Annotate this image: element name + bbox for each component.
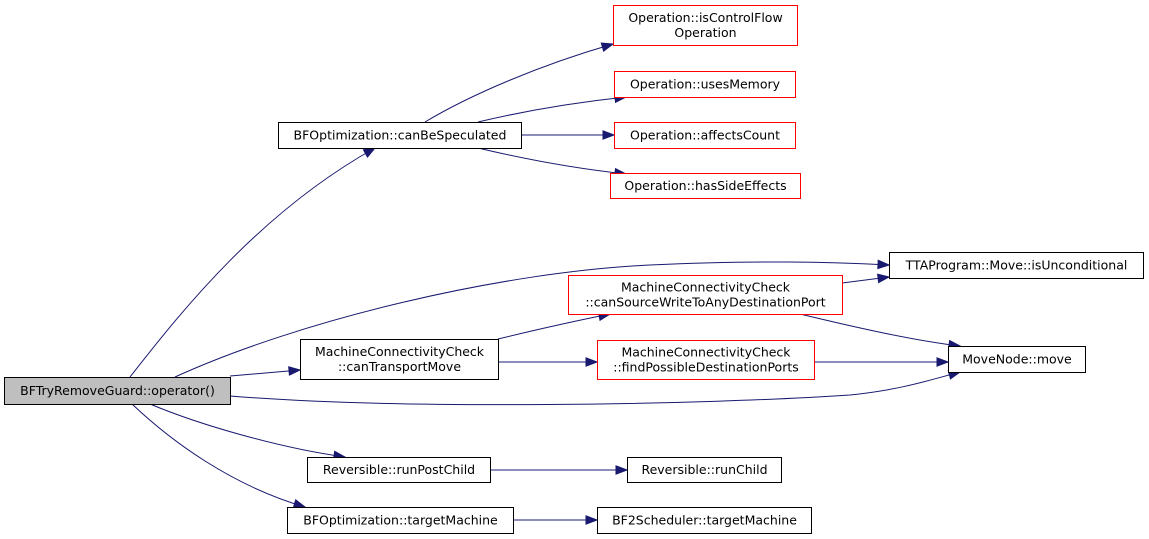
- edge-line: [229, 369, 301, 377]
- node-root[interactable]: BFTryRemoveGuard::operator(): [4, 377, 231, 405]
- edge-line: [131, 403, 306, 508]
- node-label: MachineConnectivityCheck: [621, 345, 791, 360]
- edge-line: [174, 261, 890, 378]
- edge-arrowhead: [936, 357, 950, 367]
- node-isuncond[interactable]: TTAProgram::Move::isUnconditional: [889, 252, 1144, 279]
- edge-line: [477, 96, 627, 123]
- node-cantransport[interactable]: MachineConnectivityCheck::canTransportMo…: [300, 339, 499, 380]
- node-hassideeffects[interactable]: Operation::hasSideEffects: [610, 173, 801, 199]
- node-label: BFOptimization::canBeSpeculated: [294, 128, 507, 143]
- edge-arrowhead: [585, 357, 599, 367]
- edge-bftargetmachine-to-bf2targetmachine: [513, 515, 599, 525]
- node-box: [568, 275, 843, 315]
- node-box: [4, 377, 231, 405]
- node-runchild[interactable]: Reversible::runChild: [627, 457, 782, 483]
- node-box: [278, 122, 522, 149]
- node-label: Reversible::runPostChild: [323, 462, 475, 477]
- edge-arrowhead: [615, 465, 629, 475]
- node-label: Operation: [674, 25, 736, 40]
- edge-line: [149, 403, 346, 458]
- edge-arrowhead: [877, 273, 891, 284]
- node-box: [614, 71, 796, 98]
- node-box: [597, 507, 812, 534]
- node-label: MoveNode::move: [962, 352, 1072, 367]
- edge-root-to-cantransport: [229, 366, 302, 377]
- node-label: Operation::usesMemory: [630, 77, 781, 92]
- node-box: [627, 457, 782, 483]
- node-label: Operation::hasSideEffects: [624, 178, 786, 193]
- edge-arrowhead: [877, 259, 891, 270]
- edge-findpossible-to-movenode: [814, 357, 950, 367]
- node-affectscount[interactable]: Operation::affectsCount: [614, 122, 796, 149]
- node-label: ::findPossibleDestinationPorts: [613, 360, 799, 375]
- edge-canbespec-to-iscontrolflow: [424, 42, 615, 123]
- edge-canbespec-to-affectscount: [521, 130, 616, 140]
- edge-arrowhead: [288, 366, 302, 376]
- node-label: BF2Scheduler::targetMachine: [612, 513, 797, 528]
- node-label: TTAProgram::Move::isUnconditional: [905, 258, 1128, 273]
- node-box: [614, 122, 796, 149]
- edge-line: [799, 313, 961, 347]
- node-box: [287, 507, 514, 534]
- nodes-layer: BFTryRemoveGuard::operator()BFOptimizati…: [4, 5, 1144, 534]
- node-label: ::canTransportMove: [338, 359, 461, 374]
- node-box: [613, 5, 798, 46]
- node-runpostchild[interactable]: Reversible::runPostChild: [307, 457, 491, 483]
- node-usesmemory[interactable]: Operation::usesMemory: [614, 71, 796, 98]
- edge-line: [129, 147, 376, 378]
- node-label: Reversible::runChild: [641, 462, 767, 477]
- edge-root-to-isuncond: [174, 259, 891, 378]
- node-label: BFOptimization::targetMachine: [303, 513, 498, 528]
- edge-arrowhead: [600, 42, 615, 52]
- node-label: BFTryRemoveGuard::operator(): [20, 383, 215, 398]
- edge-line: [477, 147, 627, 175]
- node-box: [307, 457, 491, 483]
- edge-cantransport-to-findpossible: [498, 357, 599, 367]
- edge-root-to-bftargetmachine: [131, 403, 307, 509]
- edge-cansourcewrite-to-isuncond: [841, 273, 891, 284]
- node-box: [597, 340, 815, 380]
- node-label: MachineConnectivityCheck: [315, 344, 485, 359]
- edge-arrowhead: [602, 130, 616, 140]
- node-canbespec[interactable]: BFOptimization::canBeSpeculated: [278, 122, 522, 149]
- node-label: MachineConnectivityCheck: [621, 280, 791, 295]
- edge-line: [497, 313, 611, 340]
- node-label: ::canSourceWriteToAnyDestinationPort: [585, 295, 825, 310]
- node-label: Operation::affectsCount: [630, 128, 780, 143]
- edge-line: [424, 43, 614, 123]
- node-bftargetmachine[interactable]: BFOptimization::targetMachine: [287, 507, 514, 534]
- node-box: [948, 346, 1086, 373]
- node-box: [610, 173, 801, 199]
- node-findpossible[interactable]: MachineConnectivityCheck::findPossibleDe…: [597, 340, 815, 380]
- node-bf2targetmachine[interactable]: BF2Scheduler::targetMachine: [597, 507, 812, 534]
- node-cansourcewrite[interactable]: MachineConnectivityCheck::canSourceWrite…: [568, 275, 843, 315]
- node-box: [300, 339, 499, 380]
- node-label: Operation::isControlFlow: [628, 10, 782, 25]
- edge-arrowhead: [585, 515, 599, 525]
- node-box: [889, 252, 1144, 279]
- node-movenode[interactable]: MoveNode::move: [948, 346, 1086, 373]
- edge-runpostchild-to-runchild: [490, 465, 629, 475]
- edge-line: [229, 371, 961, 406]
